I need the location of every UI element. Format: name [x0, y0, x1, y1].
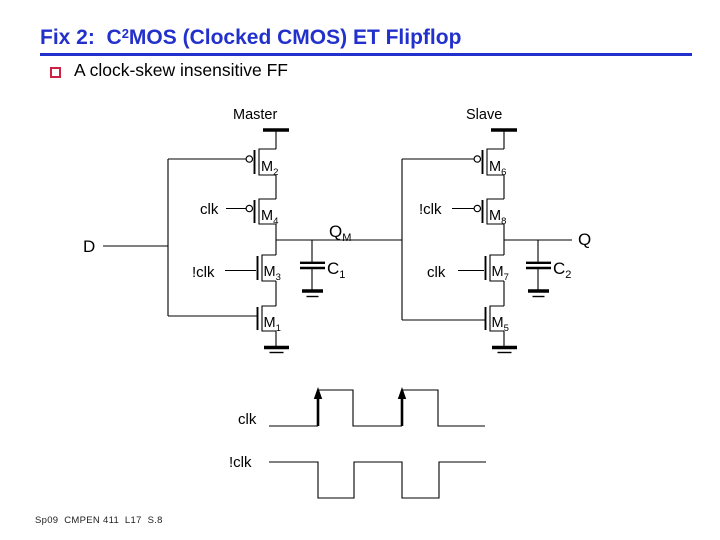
vdd-rail-slave: [491, 128, 517, 149]
capacitor-c1: [300, 240, 325, 298]
transistor-m4: M4: [226, 198, 278, 227]
bullet-text: A clock-skew insensitive FF: [74, 60, 288, 80]
transistor-m7: M7: [458, 254, 509, 283]
waveform-clk: clk: [238, 387, 485, 428]
waveform-clk-label: clk: [238, 411, 257, 428]
master-gate-rail: [167, 158, 257, 317]
bullet-square-icon: [50, 67, 61, 78]
label-master: Master: [233, 107, 277, 123]
label-nclk-m8: !clk: [419, 201, 442, 218]
waveform-nclk-label: !clk: [229, 454, 252, 471]
svg-text:M4: M4: [261, 208, 278, 227]
svg-text:M7: M7: [492, 264, 509, 283]
vdd-rail-master: [263, 128, 289, 149]
ground-symbol-slave: [492, 345, 517, 354]
transistor-m5: M5: [484, 305, 509, 334]
transistor-m6: M6: [473, 148, 506, 178]
pmos-bubble-icon: [473, 204, 482, 213]
svg-text:M5: M5: [492, 315, 509, 334]
svg-text:M2: M2: [261, 159, 278, 178]
label-clk-m7: clk: [427, 264, 446, 281]
transistor-m8: M8: [452, 198, 506, 227]
page-title: Fix 2: C2MOS (Clocked CMOS) ET Flipflop: [40, 26, 461, 49]
title-prefix: Fix 2: C: [40, 26, 122, 49]
capacitor-c2: [526, 240, 551, 298]
slave-gate-rail: [401, 158, 485, 321]
label-clk-m4: clk: [200, 201, 219, 218]
label-d: D: [83, 237, 95, 256]
label-qm: QM: [329, 222, 351, 244]
label-c1: C1: [327, 259, 345, 281]
svg-text:M3: M3: [264, 264, 281, 283]
footer-text: Sp09 CMPEN 411 L17 S.8: [35, 515, 163, 526]
master-circuit: Master D M2: [83, 107, 402, 354]
slave-circuit: Slave M6: [401, 107, 591, 354]
title-suffix: MOS (Clocked CMOS) ET Flipflop: [128, 26, 462, 49]
transistor-m1: M1: [256, 305, 281, 334]
pmos-bubble-icon: [473, 155, 482, 163]
rising-edge-arrow-icon: [397, 387, 407, 399]
title-underline: [40, 53, 692, 56]
label-nclk-m3: !clk: [192, 264, 215, 281]
waveform-nclk: !clk: [229, 454, 486, 499]
rising-edge-arrow-icon: [313, 387, 323, 399]
label-slave: Slave: [466, 107, 502, 123]
pmos-bubble-icon: [245, 155, 254, 163]
svg-text:M8: M8: [489, 208, 506, 227]
transistor-m2: M2: [245, 148, 278, 178]
label-c2: C2: [553, 259, 571, 281]
label-q: Q: [578, 230, 591, 249]
svg-text:M6: M6: [489, 159, 506, 178]
ground-symbol-master: [264, 345, 289, 354]
svg-text:M1: M1: [264, 315, 281, 334]
pmos-bubble-icon: [245, 204, 254, 213]
title-superscript: 2: [121, 26, 129, 41]
transistor-m3: M3: [225, 254, 281, 283]
